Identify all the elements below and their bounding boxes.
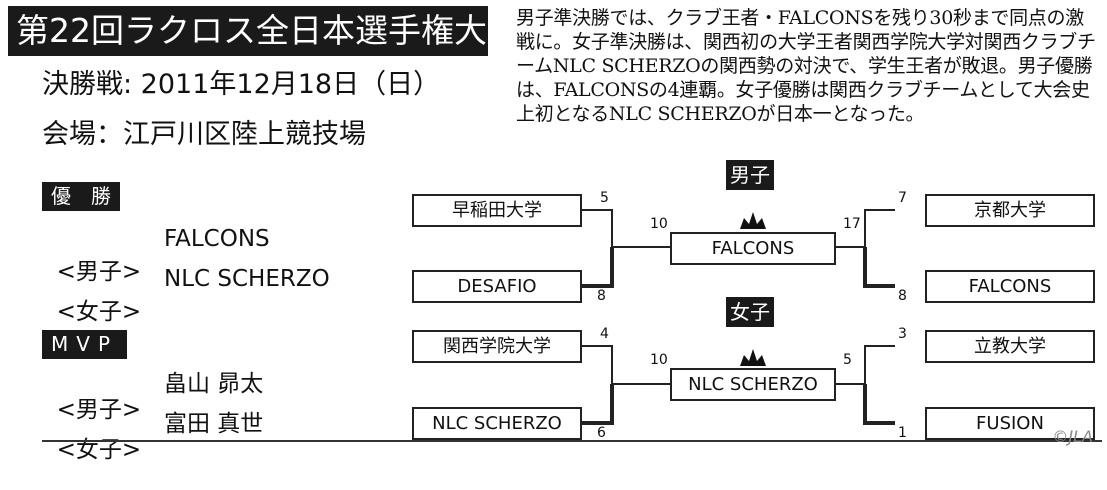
copyright: ©JLA — [1052, 427, 1093, 446]
women-right-bottom-team: FUSION — [925, 407, 1095, 440]
men-right-bottom-score: 8 — [898, 288, 907, 304]
women-tag: <女子> — [56, 299, 142, 325]
final-date: 決勝戦: 2011年12月18日（日） — [42, 69, 441, 100]
women-right-top-score: 3 — [898, 326, 907, 342]
women-final-team: NLC SCHERZO — [670, 368, 836, 401]
mvp-label: MVP — [42, 330, 127, 359]
men-left-top-team: 早稲田大学 — [412, 194, 582, 227]
women-winner: NLC SCHERZO — [164, 266, 330, 292]
men-left-bottom-team: DESAFIO — [412, 270, 582, 303]
women-right-top-team: 立教大学 — [925, 330, 1095, 363]
mvp-men: 畠山 昴太 — [164, 371, 264, 397]
winner-men-row: <男子> FALCONS — [42, 226, 270, 312]
venue: 会場：江戸川区陸上競技場 — [42, 119, 366, 150]
women-final-right-score: 5 — [843, 352, 852, 368]
summary-paragraph: 男子準決勝では、クラブ王者・FALCONSを残り30秒まで同点の激戦に。女子準決… — [516, 7, 1096, 125]
women-left-top-team: 関西学院大学 — [412, 330, 582, 363]
men-left-top-score: 5 — [600, 190, 609, 206]
crown-icon — [740, 349, 766, 366]
women-bracket-label: 女子 — [726, 297, 774, 327]
mvp-women: 富田 真世 — [164, 411, 264, 437]
women-left-top-line — [582, 345, 670, 385]
men-left-top-line — [582, 209, 670, 248]
women-left-bottom-line — [582, 384, 614, 425]
mvp-men-row: <男子> 畠山 昴太 — [42, 364, 264, 450]
men-tag: <男子> — [56, 259, 142, 285]
men-final-right-score: 17 — [843, 216, 861, 232]
crown-icon — [740, 212, 766, 229]
men-right-bottom-line — [863, 247, 895, 288]
men-final-team: FALCONS — [670, 232, 836, 265]
women-right-bottom-line — [863, 384, 895, 425]
mvp-men-tag: <男子> — [56, 397, 142, 423]
women-left-top-score: 4 — [600, 326, 609, 342]
winner-women-row: <女子> NLC SCHERZO — [42, 266, 330, 352]
bracket-lines — [582, 209, 895, 425]
men-left-bottom-score: 8 — [597, 288, 606, 304]
men-right-top-score: 7 — [898, 190, 907, 206]
men-right-top-line — [836, 209, 895, 248]
women-right-bottom-score: 1 — [898, 425, 907, 441]
men-bracket-label: 男子 — [726, 160, 774, 190]
men-winner: FALCONS — [164, 226, 270, 252]
women-right-top-line — [836, 345, 895, 385]
winners-label: 優 勝 — [42, 182, 120, 211]
women-final-left-score: 10 — [650, 352, 668, 368]
men-left-bottom-line — [582, 247, 614, 288]
men-right-bottom-team: FALCONS — [925, 270, 1095, 303]
men-right-top-team: 京都大学 — [925, 194, 1095, 227]
women-left-bottom-team: NLC SCHERZO — [412, 407, 582, 440]
bottom-divider — [42, 440, 1102, 442]
men-final-left-score: 10 — [650, 216, 668, 232]
event-title: 第22回ラクロス全日本選手権大会 — [8, 6, 488, 100]
women-left-bottom-score: 6 — [597, 425, 606, 441]
